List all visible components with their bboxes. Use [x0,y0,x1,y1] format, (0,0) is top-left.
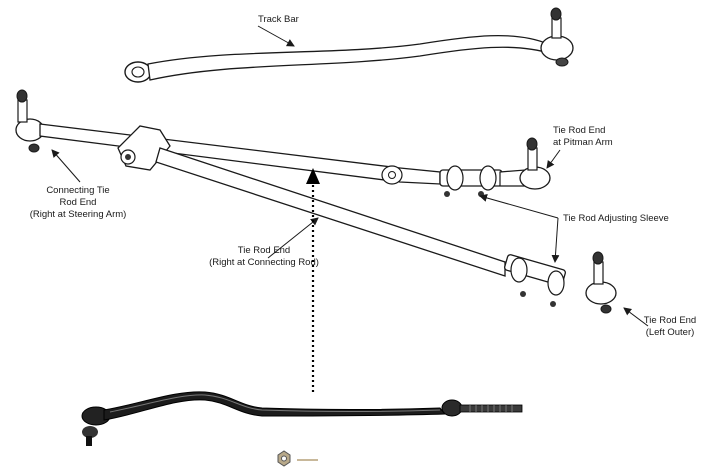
dotted-pointer-arrow [306,168,320,392]
label-connecting-line2: Rod End [60,197,97,208]
center-link [117,125,617,314]
label-connecting-line1: Connecting Tie [46,185,109,196]
replacement-tie-rod-photo [81,391,523,467]
label-tre-left-line1: Tie Rod End [644,315,696,326]
label-connecting-line3: (Right at Steering Arm) [30,209,127,220]
tie-rod-upper [15,89,551,197]
label-adjusting-sleeve: Tie Rod Adjusting Sleeve [563,213,669,224]
label-tre-left-line2: (Left Outer) [646,327,695,338]
leader-lines [51,25,649,327]
label-tre-pitman-line2: at Pitman Arm [553,137,613,148]
track-bar [124,7,574,83]
label-tre-right-line1: Tie Rod End [238,245,290,256]
label-tre-pitman-line1: Tie Rod End [553,125,605,136]
label-track-bar: Track Bar [258,14,299,25]
labels: Track Bar Tie Rod End at Pitman Arm Conn… [30,14,697,338]
label-tre-right-line2: (Right at Connecting Rod) [209,257,319,268]
